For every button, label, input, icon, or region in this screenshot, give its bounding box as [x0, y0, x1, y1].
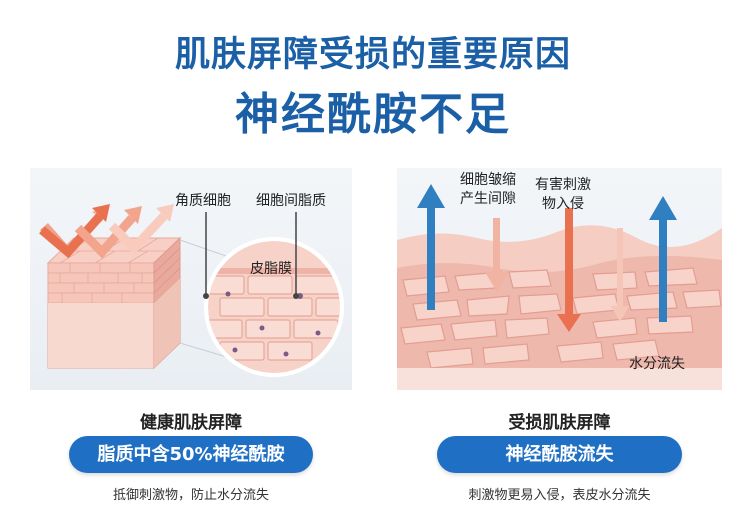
damaged-skin-graphic [397, 184, 722, 390]
damaged-skin-illustration: 细胞皱缩 产生间隙 有害刺激 物入侵 水分流失 [397, 168, 722, 390]
label-irritant-line2: 物入侵 [542, 196, 584, 212]
label-irritant: 有害刺激 物入侵 [535, 176, 591, 214]
title-line-2: 神经酰胺不足 [235, 89, 511, 140]
label-corneocyte: 角质细胞 [175, 193, 231, 209]
title-line-1: 肌肤屏障受损的重要原因 [174, 35, 571, 75]
label-intercellular-lipid: 细胞间脂质 [256, 193, 326, 209]
caption-healthy: 健康肌肤屏障 [140, 413, 242, 433]
healthy-skin-illustration: 角质细胞 细胞间脂质 皮脂膜 [30, 168, 352, 390]
subtext-healthy: 抵御刺激物，防止水分流失 [112, 488, 269, 503]
label-irritant-line1: 有害刺激 [535, 177, 591, 193]
label-water-loss: 水分流失 [629, 356, 685, 372]
label-cell-shrink-line1: 细胞皱缩 [460, 172, 516, 188]
subtext-damaged: 刺激物更易入侵，表皮水分流失 [468, 488, 651, 503]
label-cell-shrink: 细胞皱缩 产生间隙 [460, 171, 516, 209]
healthy-skin-graphic [39, 204, 344, 377]
caption-damaged: 受损肌肤屏障 [508, 413, 611, 433]
pill-healthy: 脂质中含50%神经酰胺 [69, 436, 313, 473]
label-cell-shrink-line2: 产生间隙 [460, 191, 516, 207]
label-sebum-film: 皮脂膜 [250, 261, 292, 277]
pill-damaged: 神经酰胺流失 [437, 436, 682, 473]
